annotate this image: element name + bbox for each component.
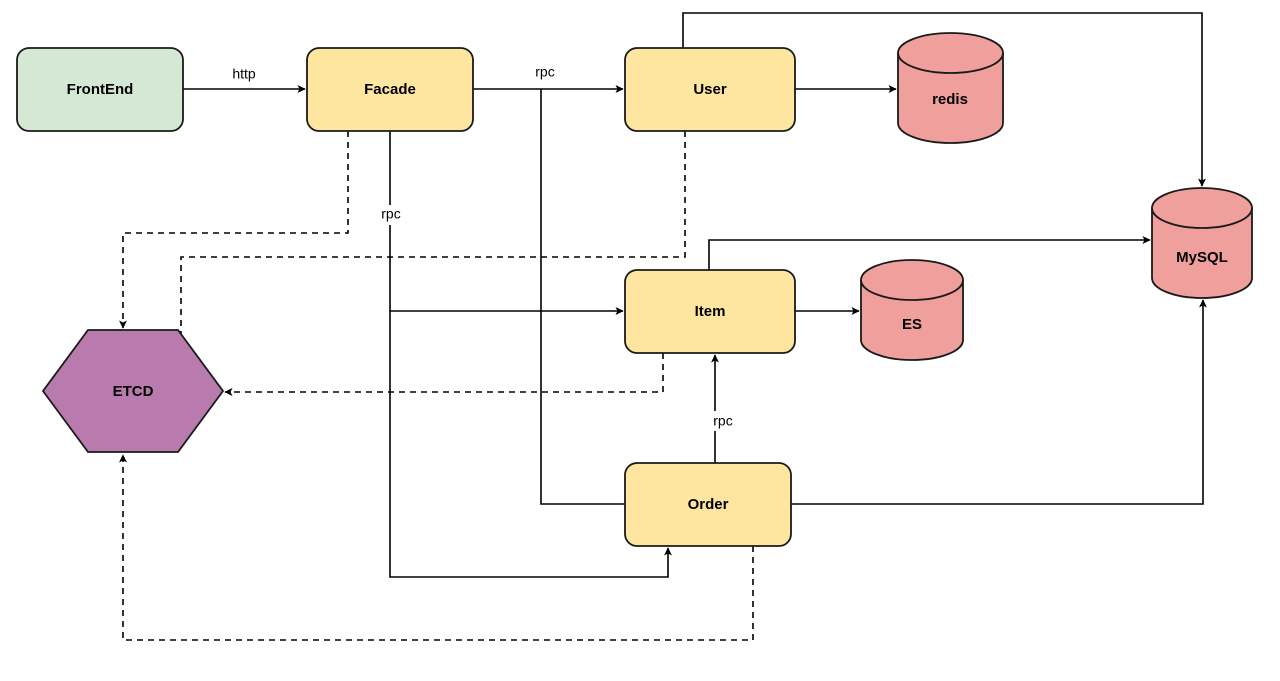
es-cylinder-body[interactable] [860, 259, 964, 361]
edge-label-bg-rpc-facade-item [376, 205, 406, 225]
es-cylinder-top [860, 279, 964, 301]
edge-label-bg-rpc-facade-user [530, 62, 560, 82]
node-facade[interactable]: Facade [306, 47, 474, 132]
etcd-hexagon[interactable] [41, 329, 225, 453]
mysql-cylinder-top [1151, 207, 1253, 229]
edge-item-etcd [224, 353, 664, 396]
item-box[interactable] [624, 269, 796, 354]
edge-label-bg-http [228, 64, 260, 84]
edge-user-etcd [177, 131, 686, 364]
frontend-box[interactable] [16, 47, 184, 132]
node-redis[interactable]: redis [897, 32, 1004, 144]
edge-facade-order-bottom [389, 311, 672, 578]
edge-order-etcd [119, 454, 754, 641]
edge-item-mysql [708, 236, 1151, 270]
edge-facade-item [389, 131, 624, 315]
node-user[interactable]: User [624, 47, 796, 132]
facade-box[interactable] [306, 47, 474, 132]
mysql-cylinder-body[interactable] [1151, 187, 1253, 299]
edge-order-mysql [791, 299, 1207, 505]
redis-cylinder-top [897, 52, 1004, 74]
edge-facade-order [540, 89, 625, 505]
node-frontend[interactable]: FrontEnd [16, 47, 184, 132]
user-box[interactable] [624, 47, 796, 132]
edge-facade-etcd [119, 131, 349, 329]
node-etcd[interactable]: ETCD [41, 329, 225, 453]
edge-label-bg-rpc-order-item [708, 411, 738, 431]
node-es[interactable]: ES [860, 259, 964, 361]
node-mysql[interactable]: MySQL [1151, 187, 1253, 299]
order-box[interactable] [624, 462, 792, 547]
edge-layer [119, 12, 1207, 641]
node-order[interactable]: Order [624, 462, 792, 547]
redis-cylinder-body[interactable] [897, 32, 1004, 144]
node-item[interactable]: Item [624, 269, 796, 354]
edge-user-mysql [682, 12, 1206, 187]
